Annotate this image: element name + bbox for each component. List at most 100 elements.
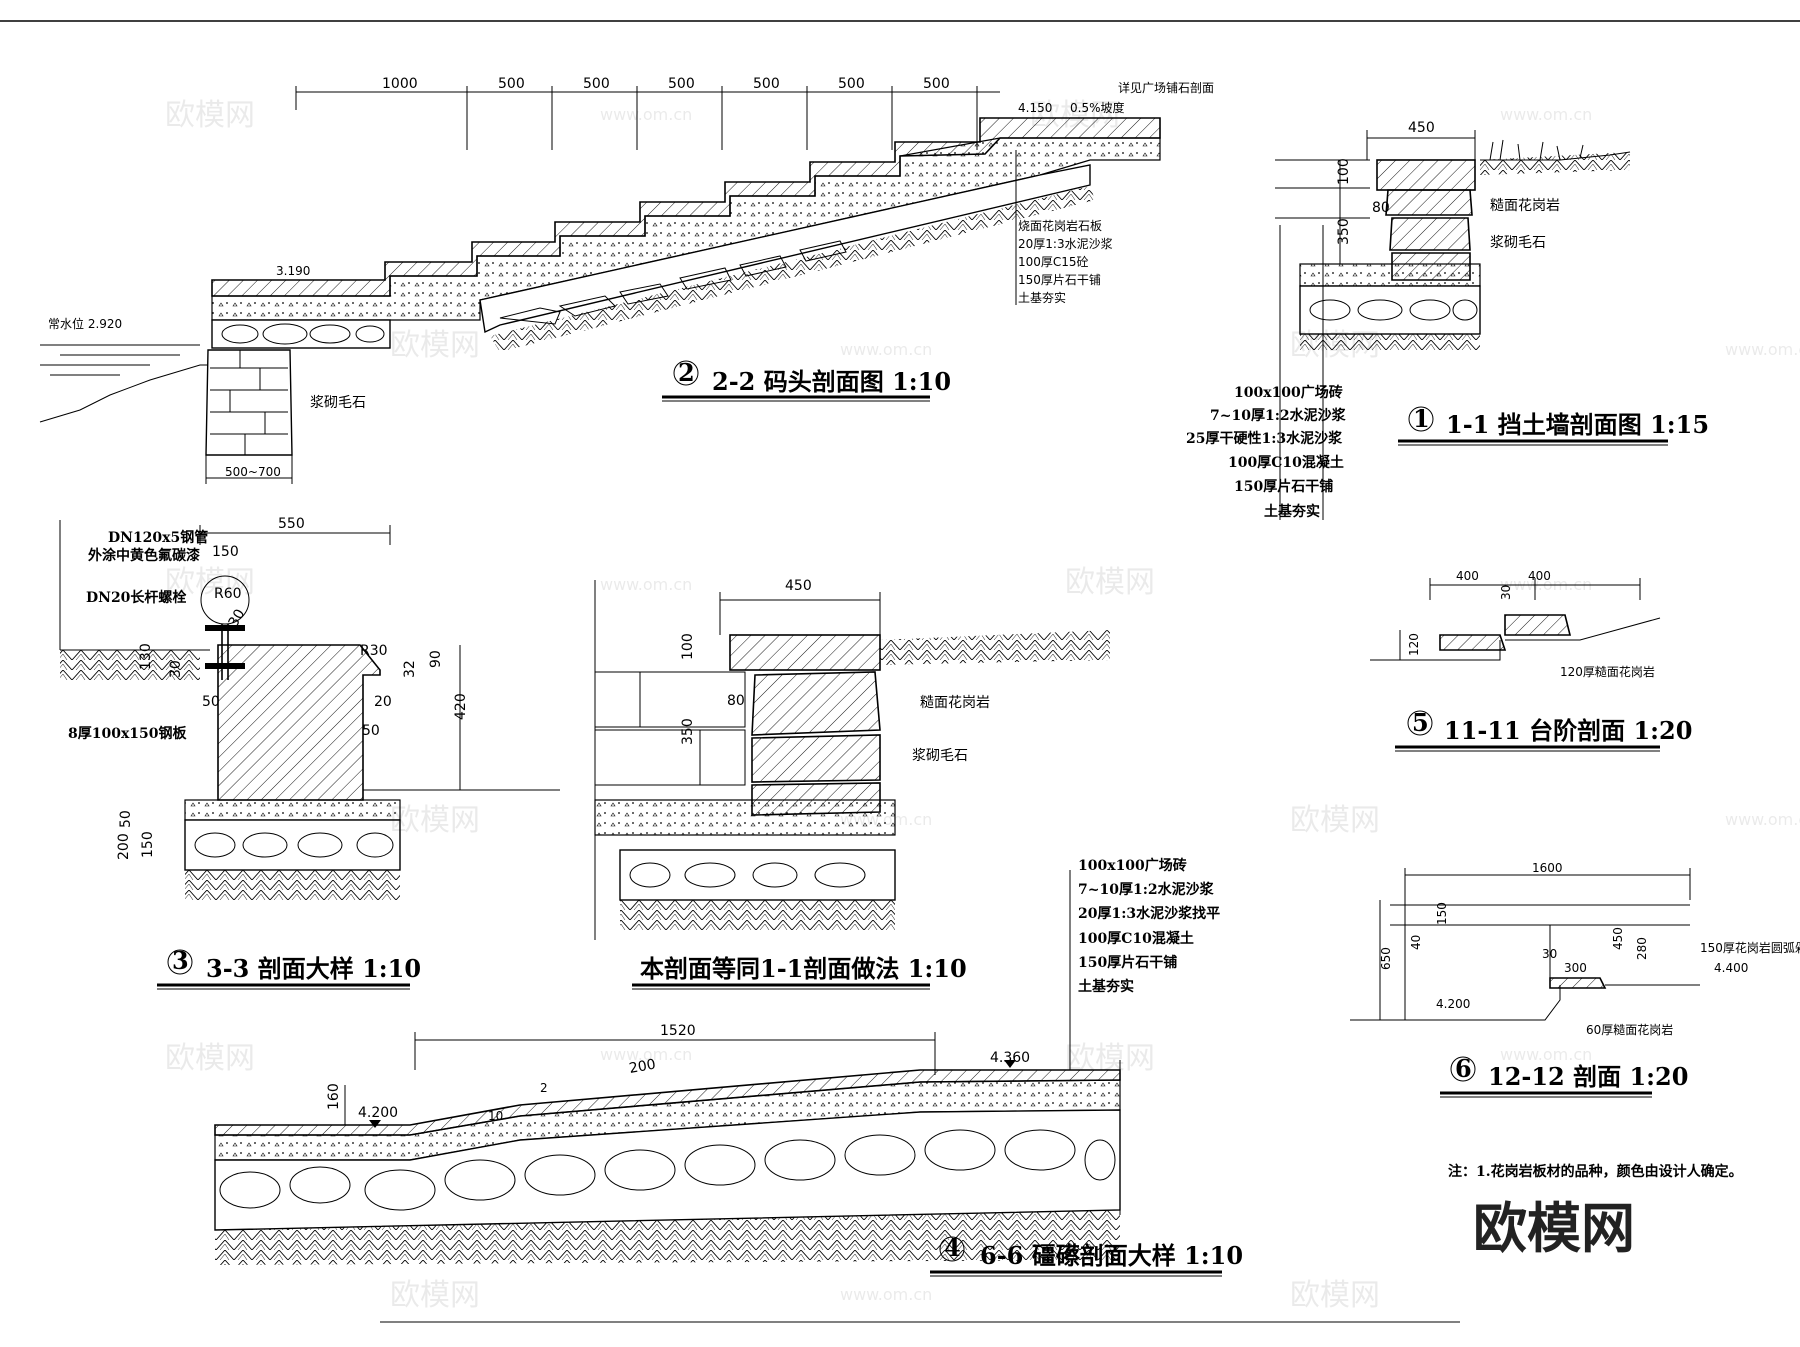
svg-text:欧模网: 欧模网	[1065, 565, 1155, 600]
s2-elev-top: 4.150	[1018, 101, 1052, 115]
s3-r60: R60	[214, 586, 242, 602]
s3-dim-w: 550	[278, 516, 305, 532]
s1-dim-a: 100	[1336, 158, 1352, 185]
s1-num: 1	[1413, 404, 1430, 433]
s3-dim-g: 150	[140, 831, 156, 858]
section-12-12	[1350, 868, 1700, 1021]
svg-text:www.om.cn: www.om.cn	[600, 575, 692, 594]
s3-title: 3-3 剖面大样 1:10	[206, 954, 421, 983]
svg-text:www.om.cn: www.om.cn	[840, 1285, 932, 1304]
s6-dim-w: 1600	[1532, 861, 1563, 875]
s2-ref-note: 详见广场铺石剖面	[1118, 80, 1214, 95]
svg-text:欧模网: 欧模网	[390, 328, 480, 363]
s3-dim-h: 420	[453, 693, 469, 720]
s3-dim-d: 20	[374, 694, 392, 710]
s3-bolt: DN20长杆螺栓	[86, 589, 186, 606]
s2-dim-5: 500	[753, 76, 780, 92]
s3-dim-b: 30	[168, 660, 184, 678]
s5-num: 5	[1412, 708, 1429, 737]
s6-label1: 150厚花岗岩圆弧剁斧板	[1700, 940, 1800, 955]
s3-dim-h1: 90	[428, 650, 444, 668]
svg-text:欧模网: 欧模网	[1290, 328, 1380, 363]
s2-layer-2: 20厚1:3水泥沙浆	[1018, 236, 1113, 251]
same-dim-c: 350	[680, 718, 696, 745]
s4-dim-h: 160	[326, 1083, 342, 1110]
s6-elev-l: 4.200	[1436, 997, 1470, 1011]
s6-d30: 30	[1542, 947, 1557, 961]
s2-layer-3: 100厚C15砼	[1018, 255, 1089, 269]
s2-dim-3: 500	[583, 76, 610, 92]
s1-layer-6: 土基夯实	[1264, 503, 1320, 520]
title-markers	[157, 360, 1668, 1277]
s3-dim-a: 130	[138, 643, 154, 670]
s6-num: 6	[1455, 1054, 1472, 1083]
s4-layer-1: 100x100广场砖	[1078, 857, 1187, 874]
s3-num: 3	[172, 946, 189, 975]
section-6-6	[214, 870, 1121, 1265]
s2-layer-5: 土基夯实	[1018, 290, 1066, 305]
s1-dim-c: 350	[1336, 218, 1352, 245]
s3-dim-c: 50	[202, 694, 220, 710]
same-dim-b: 80	[727, 693, 745, 709]
s4-layer-5: 150厚片石干铺	[1078, 954, 1177, 971]
s2-water: 常水位 2.920	[48, 316, 122, 331]
s5-title: 11-11 台阶剖面 1:20	[1444, 716, 1692, 745]
svg-text:欧模网: 欧模网	[1290, 1278, 1380, 1313]
s4-layer-4: 100厚C10混凝土	[1078, 930, 1194, 947]
s1-layer-3: 25厚干硬性1:3水泥沙浆	[1186, 430, 1343, 447]
s6-elev-r: 4.400	[1714, 961, 1748, 975]
s3-dim-w2: 150	[212, 544, 239, 560]
s6-d150: 150	[1435, 902, 1449, 925]
same-title: 本剖面等同1-1剖面做法 1:10	[640, 954, 967, 983]
same-dim-w: 450	[785, 578, 812, 594]
s6-d280: 280	[1635, 937, 1649, 960]
s4-dim-s: 200	[628, 1057, 657, 1077]
svg-text:www.om.cn: www.om.cn	[600, 105, 692, 124]
s4-title: 6-6 礓礤剖面大样 1:10	[980, 1241, 1243, 1270]
svg-text:www.om.cn: www.om.cn	[1500, 105, 1592, 124]
svg-text:欧模网: 欧模网	[165, 98, 255, 133]
svg-text:欧模网: 欧模网	[1065, 1041, 1155, 1076]
s5-dim-2: 400	[1528, 569, 1551, 583]
s3-pipe2: 外涂中黄色氟碳漆	[88, 547, 200, 564]
s5-h2: 30	[1499, 585, 1513, 600]
general-note: 注：1.花岗岩板材的品种，颜色由设计人确定。	[1448, 1163, 1743, 1180]
s1-layer-1: 100x100广场砖	[1234, 384, 1343, 401]
s1-layer-4: 100厚C10混凝土	[1228, 454, 1344, 471]
s2-dim-4: 500	[668, 76, 695, 92]
s2-title: 2-2 码头剖面图 1:10	[712, 367, 951, 396]
s3-r30: R30	[360, 643, 388, 659]
svg-text:欧模网: 欧模网	[1290, 803, 1380, 838]
s3-dim-f: 50	[118, 810, 134, 828]
s1-dim-b: 80	[1372, 200, 1390, 216]
svg-text:www.om.cn: www.om.cn	[1725, 340, 1800, 359]
s5-h: 120	[1407, 633, 1421, 656]
s2-stone-label: 浆砌毛石	[310, 395, 366, 411]
s4-layer-2: 7~10厚1:2水泥沙浆	[1078, 881, 1215, 898]
s4-elev-l: 4.200	[358, 1105, 398, 1121]
same-dim-a: 100	[680, 633, 696, 660]
s6-title: 12-12 剖面 1:20	[1488, 1062, 1688, 1091]
s4-dim-10: 10	[488, 1109, 503, 1123]
s2-dim-1: 1000	[382, 76, 418, 92]
s2-dim-7: 500	[923, 76, 950, 92]
s2-dim-6: 500	[838, 76, 865, 92]
svg-text:www.om.cn: www.om.cn	[600, 1045, 692, 1064]
s4-num: 4	[944, 1233, 961, 1262]
s2-layer-4: 150厚片石干铺	[1018, 273, 1101, 287]
s3-dim-j: 30	[226, 607, 249, 630]
svg-text:www.om.cn: www.om.cn	[840, 810, 932, 829]
svg-text:欧模网: 欧模网	[165, 565, 255, 600]
svg-text:www.om.cn: www.om.cn	[1500, 1045, 1592, 1064]
s6-d40: 40	[1409, 935, 1423, 950]
section-11-11	[1370, 578, 1661, 661]
svg-text:www.om.cn: www.om.cn	[1725, 810, 1800, 829]
same-label-top: 糙面花岗岩	[920, 695, 990, 711]
svg-text:www.om.cn: www.om.cn	[840, 340, 932, 359]
s1-layer-2: 7~10厚1:2水泥沙浆	[1210, 407, 1347, 424]
s4-layer-6: 土基夯实	[1078, 978, 1134, 995]
s1-label-stone: 浆砌毛石	[1490, 235, 1546, 251]
s1-dim-w: 450	[1408, 120, 1435, 136]
